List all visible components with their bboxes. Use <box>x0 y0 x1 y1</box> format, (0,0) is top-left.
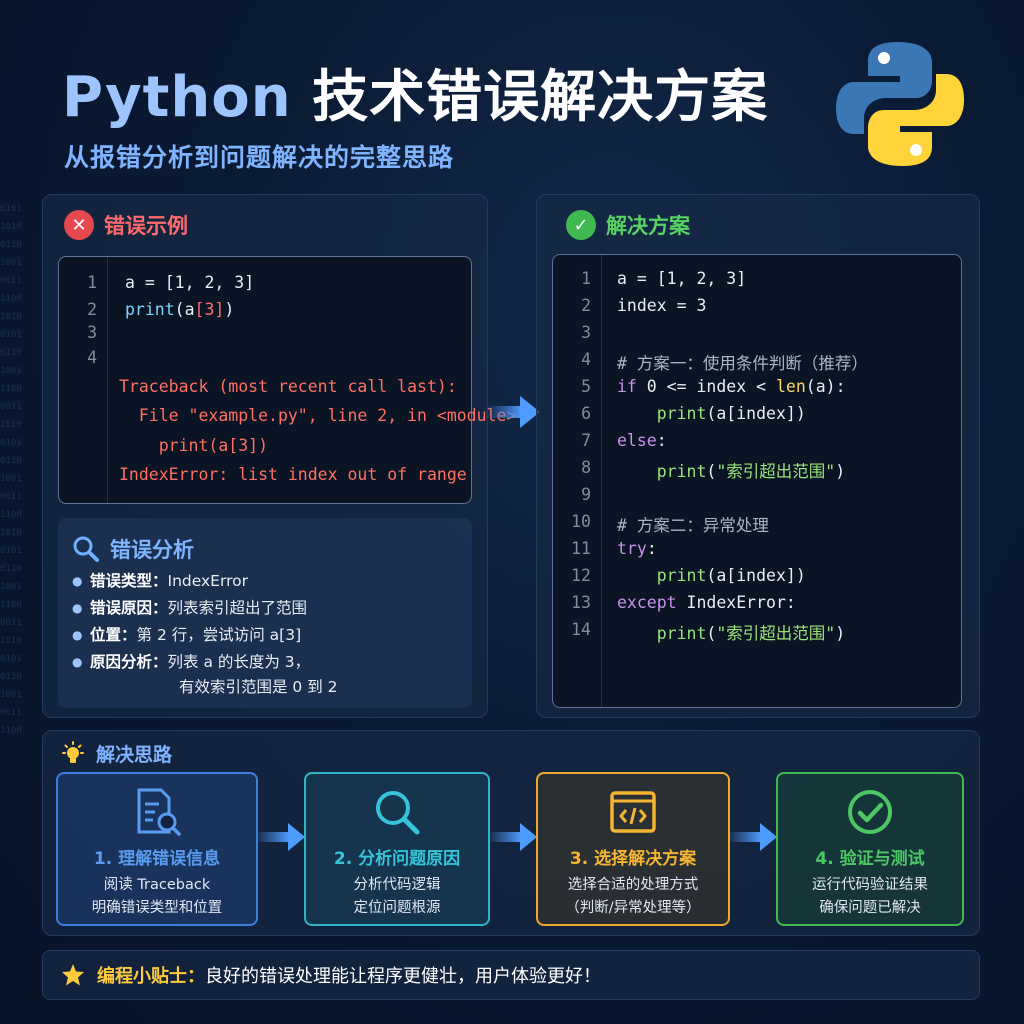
line-number: 1 <box>87 273 97 292</box>
step-title: 4. 验证与测试 <box>815 849 925 869</box>
approach-title: 解决思路 <box>60 740 172 767</box>
solution-label: 解决方案 <box>606 214 690 238</box>
page-subtitle: 从报错分析到问题解决的完整思路 <box>64 143 455 172</box>
python-logo-icon <box>836 42 964 166</box>
analysis-item: ●错误原因：列表索引超出了范围 <box>72 599 308 617</box>
arrow-right-icon <box>484 396 540 428</box>
line-number: 6 <box>581 404 591 423</box>
x-icon: ✕ <box>64 210 94 240</box>
line-number: 2 <box>87 300 97 319</box>
code-comment: # 方案二：异常处理 <box>617 516 769 535</box>
arrow-right-icon <box>730 823 777 851</box>
code-line: if 0 <= index < len(a): <box>617 377 846 396</box>
programming-tip-bar: 编程小贴士：良好的错误处理能让程序更健壮，用户体验更好！ <box>42 950 980 1000</box>
line-number: 4 <box>581 350 591 369</box>
line-number: 13 <box>571 593 591 612</box>
arrow-right-icon <box>258 823 305 851</box>
code-line: print(a[index]) <box>656 404 806 423</box>
star-icon <box>62 964 84 986</box>
step-card-verify: 4. 验证与测试 运行代码验证结果确保问题已解决 <box>776 772 964 926</box>
step-description: 运行代码验证结果确保问题已解决 <box>812 877 928 916</box>
line-number: 2 <box>581 296 591 315</box>
analysis-item: ●位置：第 2 行，尝试访问 a[3] <box>72 626 302 644</box>
title-python: Python <box>62 65 292 130</box>
background-code-texture: 0101 1010 0110 1001 0011 1100 1010 0101 … <box>0 204 22 736</box>
line-number: 1 <box>581 269 591 288</box>
analysis-item-continued: 有效索引范围是 0 到 2 <box>179 678 338 696</box>
code-window-icon <box>610 791 656 833</box>
solution-title: ✓ 解决方案 <box>566 210 690 240</box>
analysis-item: ●原因分析：列表 a 的长度为 3， <box>72 653 311 671</box>
traceback-line: File "example.py", line 2, in <module> <box>119 406 517 425</box>
code-line: print("索引超出范围") <box>656 624 846 643</box>
check-icon: ✓ <box>566 210 596 240</box>
arrow-right-icon <box>490 823 537 851</box>
search-icon <box>73 536 99 562</box>
error-example-label: 错误示例 <box>104 214 188 238</box>
line-number: 3 <box>87 323 97 342</box>
traceback-line: IndexError: list index out of range <box>119 465 467 484</box>
line-number: 14 <box>571 620 591 639</box>
step-title: 2. 分析问题原因 <box>333 849 461 869</box>
tip-text: 良好的错误处理能让程序更健壮，用户体验更好！ <box>205 966 601 987</box>
traceback-line: print(a[3]) <box>119 436 269 455</box>
line-number: 9 <box>581 485 591 504</box>
step-title: 1. 理解错误信息 <box>93 849 221 869</box>
line-number: 8 <box>581 458 591 477</box>
code-comment: # 方案一：使用条件判断（推荐） <box>617 354 868 373</box>
document-search-icon <box>137 788 181 836</box>
error-analysis-box: 错误分析 ●错误类型：IndexError ●错误原因：列表索引超出了范围 ●位… <box>58 518 472 708</box>
code-line: print(a[index]) <box>656 566 806 585</box>
code-line: index = 3 <box>617 296 707 315</box>
line-number: 10 <box>571 512 591 531</box>
traceback-line: Traceback (most recent call last): <box>119 377 457 396</box>
code-line: print("索引超出范围") <box>656 462 846 481</box>
analysis-item: ●错误类型：IndexError <box>72 572 248 590</box>
code-line: try: <box>617 539 657 558</box>
code-line: a = [1, 2, 3] <box>617 269 747 288</box>
line-number: 4 <box>87 348 97 367</box>
error-example-title: ✕ 错误示例 <box>64 210 188 240</box>
error-code-box[interactable]: 1 2 3 4 a = [1, 2, 3] print(a[3]) Traceb… <box>58 256 516 504</box>
code-line: else: <box>617 431 667 450</box>
line-number: 7 <box>581 431 591 450</box>
code-line: a = [1, 2, 3] <box>125 273 255 292</box>
step-card-choose: 3. 选择解决方案 选择合适的处理方式（判断/异常处理等） <box>536 772 730 926</box>
step-description: 分析代码逻辑定位问题根源 <box>353 877 441 916</box>
code-line: print(a[3]) <box>125 300 235 319</box>
tip-label: 编程小贴士： <box>97 966 205 987</box>
error-analysis-label: 错误分析 <box>110 538 194 562</box>
line-number: 11 <box>571 539 591 558</box>
step-title: 3. 选择解决方案 <box>569 849 697 869</box>
error-analysis-title: 错误分析 <box>72 534 194 564</box>
step-description: 选择合适的处理方式（判断/异常处理等） <box>565 877 701 916</box>
line-number: 5 <box>581 377 591 396</box>
magnifier-icon <box>376 791 420 835</box>
page-title: Python 技术错误解决方案 <box>62 52 768 133</box>
approach-label: 解决思路 <box>96 744 173 766</box>
line-number: 3 <box>581 323 591 342</box>
step-card-analyze: 2. 分析问题原因 分析代码逻辑定位问题根源 <box>304 772 490 926</box>
line-number: 12 <box>571 566 591 585</box>
code-line: except IndexError: <box>617 593 796 612</box>
lightbulb-icon <box>62 740 84 763</box>
check-circle-icon <box>848 790 892 834</box>
title-rest: 技术错误解决方案 <box>312 65 769 130</box>
